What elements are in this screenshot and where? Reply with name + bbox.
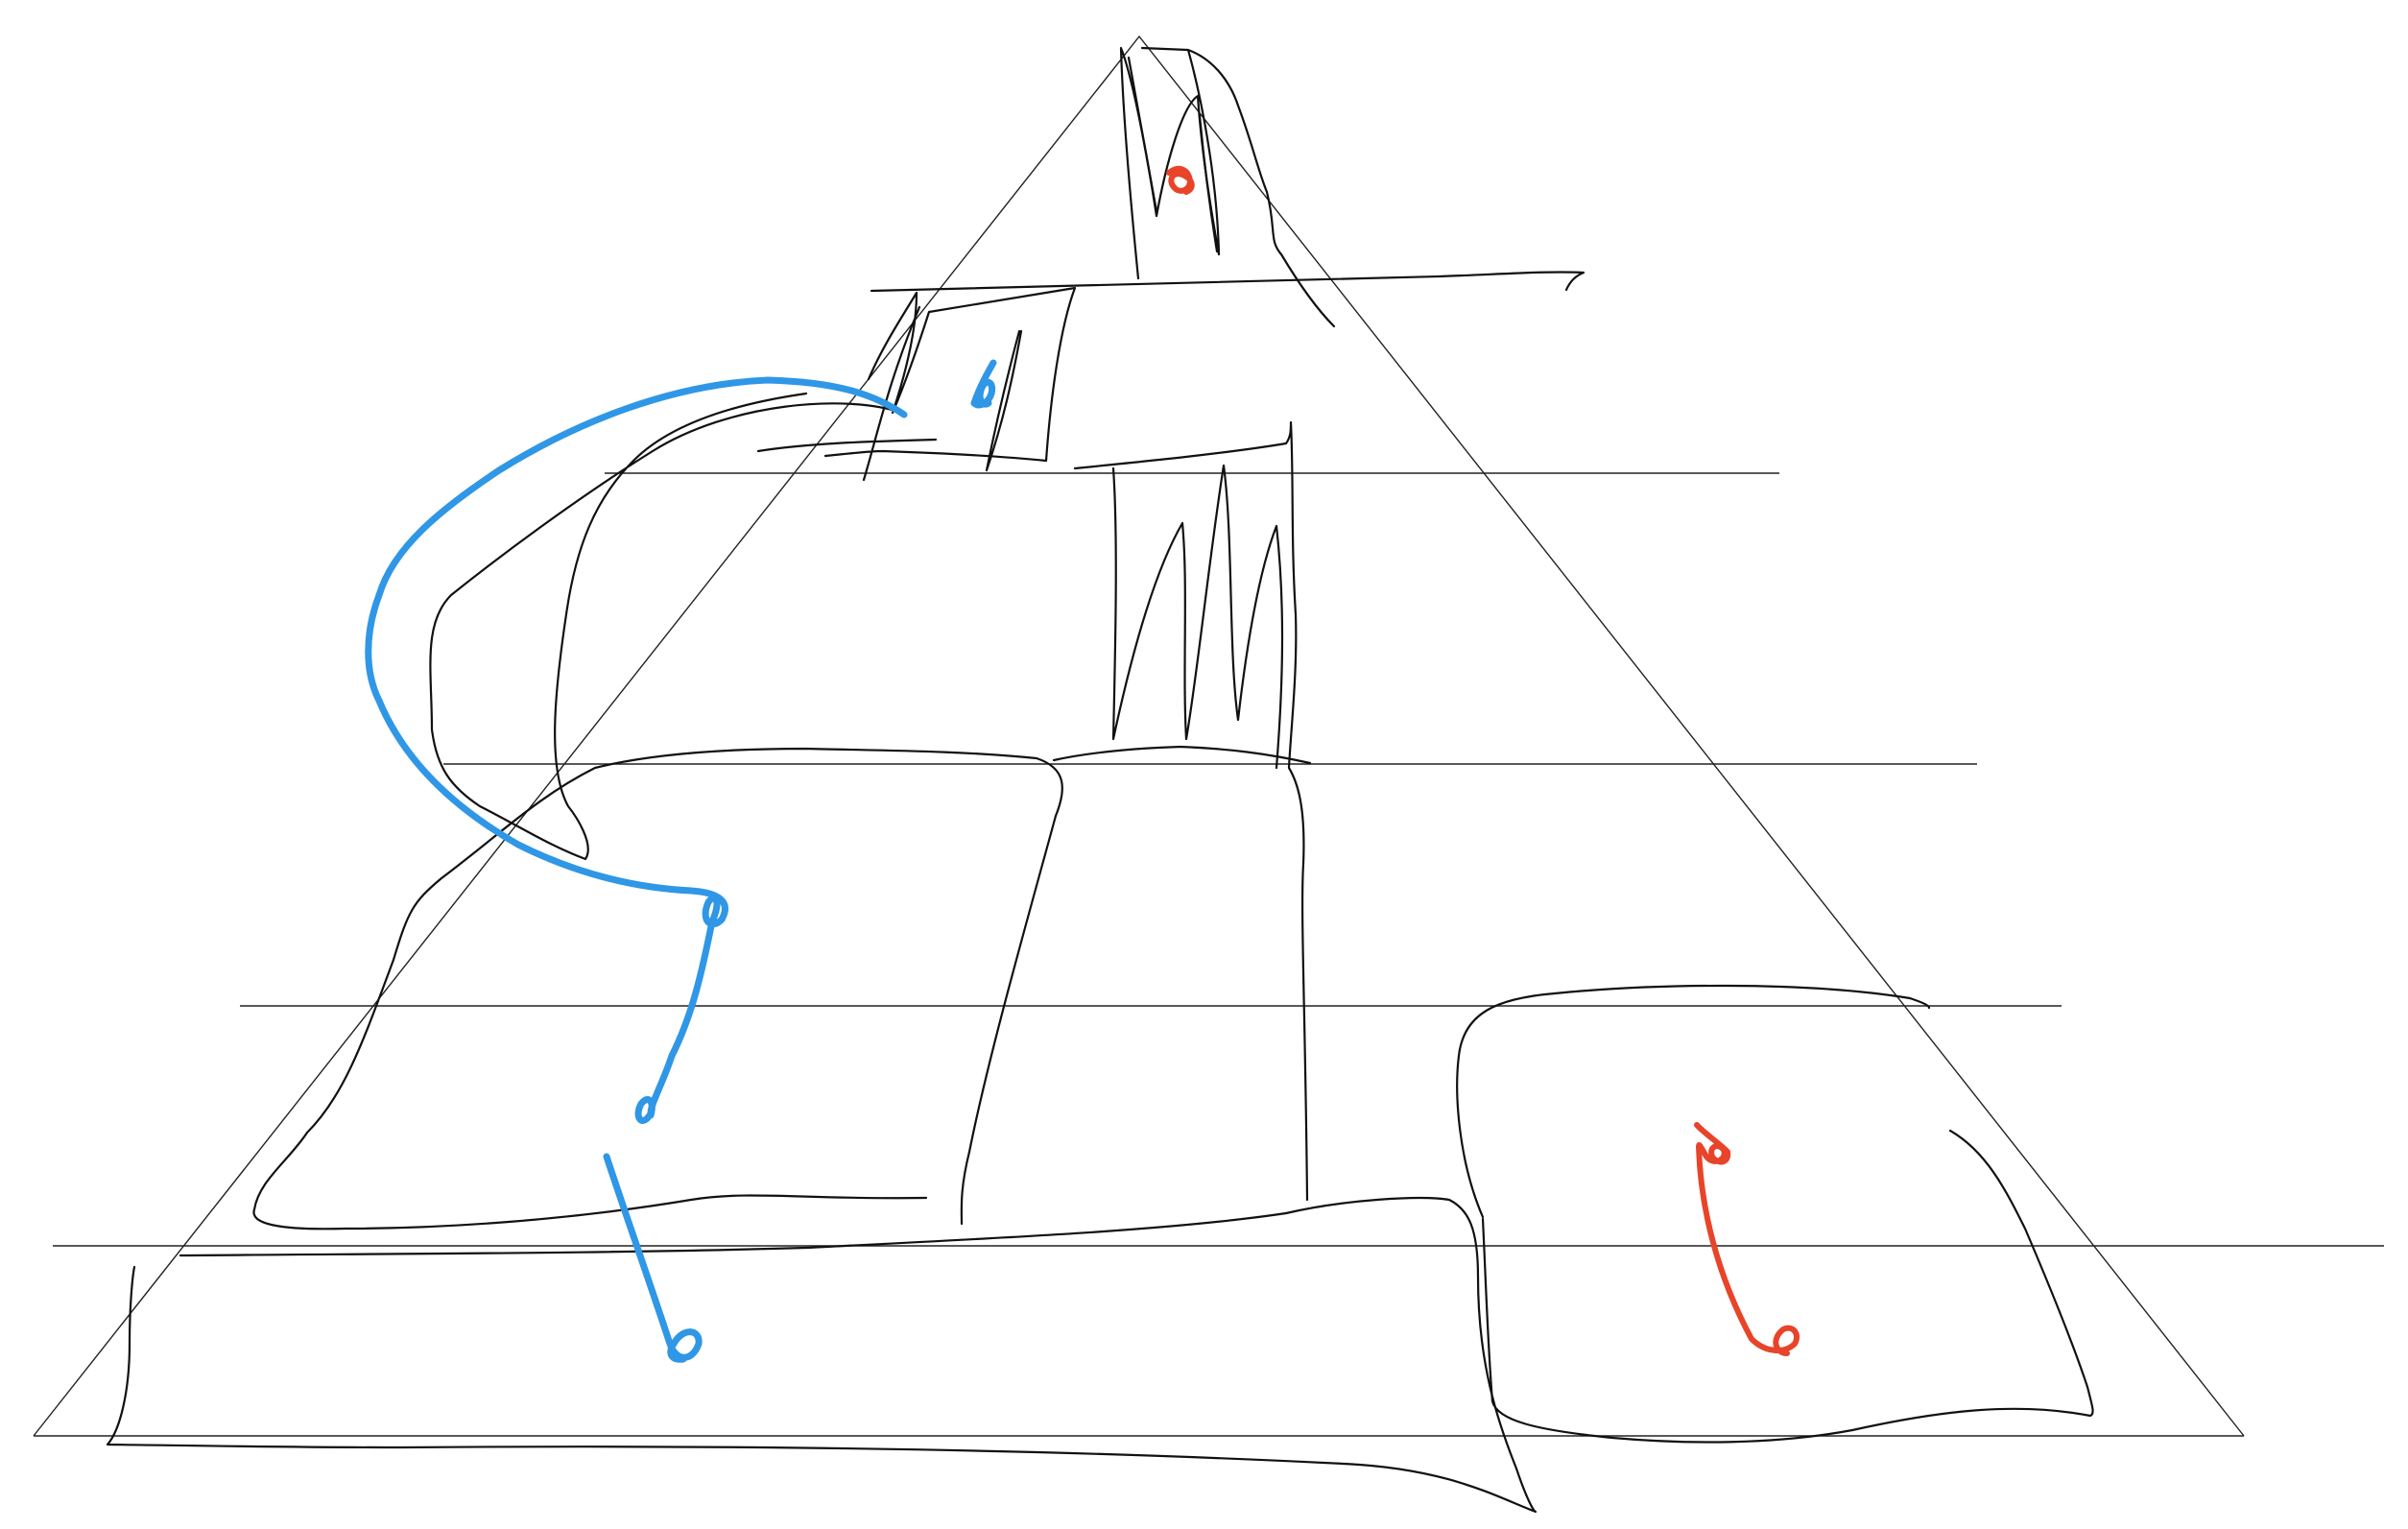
top-shelf — [870, 271, 1585, 293]
red-path-bottom-right — [1694, 1122, 1800, 1356]
blue-route-upper — [365, 376, 908, 1124]
pyramid-outline — [33, 35, 2245, 1437]
horizontal-guide-lines — [53, 472, 2384, 1247]
second-tier-block — [823, 286, 1077, 482]
stepped-block-sketch — [106, 46, 2094, 1514]
blue-path — [365, 359, 997, 1363]
right-block — [1456, 984, 2094, 1444]
top-spire-inner — [1127, 56, 1219, 253]
bottom-large-block — [106, 1197, 1538, 1514]
middle-left-block — [252, 747, 1063, 1230]
second-tier-left — [756, 438, 938, 453]
red-mark-top — [1166, 165, 1195, 195]
red-path-top — [1166, 165, 1195, 195]
central-column — [1073, 420, 1309, 1202]
top-spire — [1119, 46, 1336, 328]
left-swirl — [429, 392, 904, 861]
pyramid-sides — [33, 35, 2245, 1437]
middle-ledge — [1052, 745, 1312, 765]
blue-route-lower — [603, 1153, 703, 1363]
red-route — [1694, 1122, 1800, 1356]
blue-mark-top — [970, 359, 997, 409]
